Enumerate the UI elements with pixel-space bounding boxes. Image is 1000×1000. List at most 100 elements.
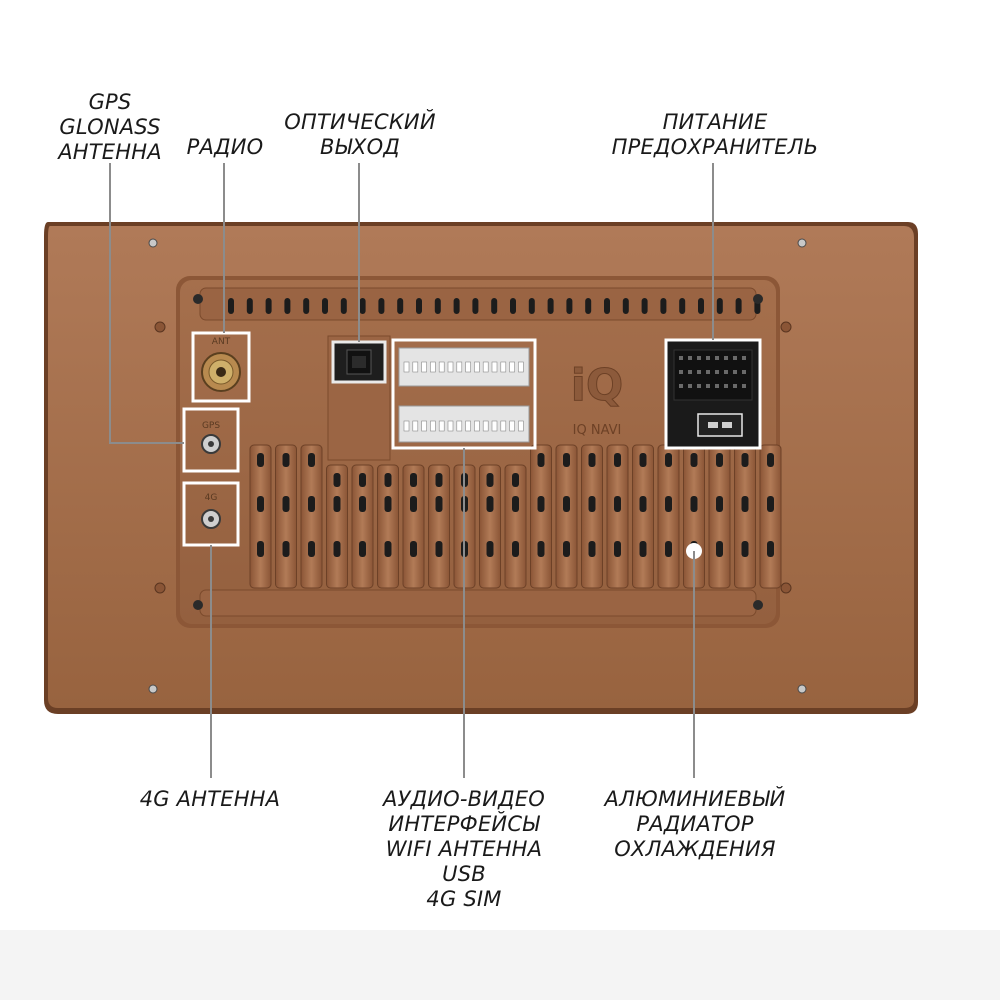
top-vent-slots (228, 298, 761, 314)
fin-slot (435, 541, 443, 557)
gps-port (182, 407, 240, 473)
fin-slot (486, 496, 494, 512)
fin-slot (588, 496, 596, 512)
power-pin (715, 370, 719, 374)
radiator-fin (326, 464, 348, 589)
power-pin (724, 356, 728, 360)
optical-label-line: ВЫХОД (320, 135, 400, 159)
gps-label-line: GLONASS (59, 115, 161, 139)
vent-slot (228, 298, 234, 314)
fin-slot (588, 541, 596, 557)
av-label-line: 4G SIM (426, 887, 502, 911)
radiator-fins (249, 444, 782, 589)
radio-ant-port (191, 331, 251, 403)
radiator-fin (479, 464, 501, 589)
radiator-fin (428, 464, 450, 589)
vent-slot (679, 298, 686, 314)
power-pin (697, 356, 701, 360)
vent-slot (416, 298, 422, 314)
av-pin (456, 420, 463, 432)
power-pin (679, 370, 683, 374)
bottom-background-strip (0, 930, 1000, 1000)
power-pin (706, 370, 710, 374)
fin-slot (537, 453, 545, 467)
fin-slot (257, 541, 264, 557)
fin-slot (333, 541, 341, 557)
radiator-fin (759, 444, 782, 589)
vent-slot (322, 298, 328, 314)
gps-label-line: АНТЕННА (58, 140, 162, 164)
brand-name: IQ NAVI (573, 423, 622, 438)
fin-slot (588, 453, 596, 467)
power-pin (697, 370, 701, 374)
av-label-line: АУДИО-ВИДЕО (383, 787, 545, 811)
av-pin (438, 361, 445, 373)
fin-slot (665, 453, 672, 467)
vent-slot (604, 298, 610, 314)
fin-slot (639, 453, 647, 467)
av-pin (482, 361, 489, 373)
av-pin (500, 361, 507, 373)
fin-slot (741, 541, 749, 557)
antenna-4g-label: 4G АНТЕННА (120, 787, 300, 812)
vent-slot (641, 298, 648, 314)
vent-slot (246, 298, 253, 314)
power-pin (688, 356, 692, 360)
brand-mark: iQ (571, 360, 624, 411)
vent-slot (434, 298, 441, 314)
fin-slot (384, 496, 392, 512)
fin-slot (639, 496, 647, 512)
vent-slot (510, 298, 516, 314)
fin-slot (767, 541, 774, 557)
fin-slot (359, 473, 366, 487)
vent-slot (472, 298, 479, 314)
av-pin (509, 420, 515, 432)
corner-screws (148, 238, 807, 694)
av-label-line: WIFI АНТЕННА (385, 837, 543, 861)
av-label-line: ИНТЕРФЕЙСЫ (388, 812, 540, 836)
av-pin (500, 420, 507, 432)
radiator-fin (377, 464, 399, 589)
power-pin (679, 356, 683, 360)
av-pin (465, 361, 471, 373)
power-label-line: ПРЕДОХРАНИТЕЛЬ (611, 135, 819, 159)
fin-slot (614, 541, 621, 557)
fin-slot (767, 496, 774, 512)
radiator-fin (275, 444, 297, 589)
fin-slot (282, 541, 290, 557)
fin-slot (512, 541, 519, 557)
fin-slot (614, 496, 621, 512)
radiator-fin (402, 464, 425, 589)
port-4g-small-label: 4G (205, 493, 218, 503)
power-label: ПИТАНИЕ ПРЕДОХРАНИТЕЛЬ (600, 110, 830, 160)
vent-slot (359, 298, 366, 314)
power-pin (697, 384, 701, 388)
power-pin (733, 356, 737, 360)
fin-slot (257, 453, 264, 467)
fin-slot (308, 496, 315, 512)
leader-lines (109, 163, 714, 778)
vent-slot (547, 298, 554, 314)
fin-slot (563, 541, 570, 557)
fin-slot (741, 453, 749, 467)
fin-slot (716, 496, 723, 512)
fin-slot (410, 496, 417, 512)
fin-slot (512, 473, 519, 487)
fin-slot (359, 541, 366, 557)
power-pin (715, 356, 719, 360)
power-pin (688, 370, 692, 374)
fin-slot (435, 473, 443, 487)
av-pin (456, 361, 463, 373)
power-pin (715, 384, 719, 388)
fin-slot (257, 496, 264, 512)
vent-slot (716, 298, 723, 314)
av-pin (518, 361, 524, 373)
power-pin (724, 384, 728, 388)
fin-slot (486, 473, 494, 487)
fin-slot (384, 473, 392, 487)
fin-slot (282, 496, 290, 512)
vent-slot (735, 298, 742, 314)
fin-slot (333, 473, 341, 487)
optical-label-line: ОПТИЧЕСКИЙ (284, 110, 436, 134)
fin-slot (359, 496, 366, 512)
